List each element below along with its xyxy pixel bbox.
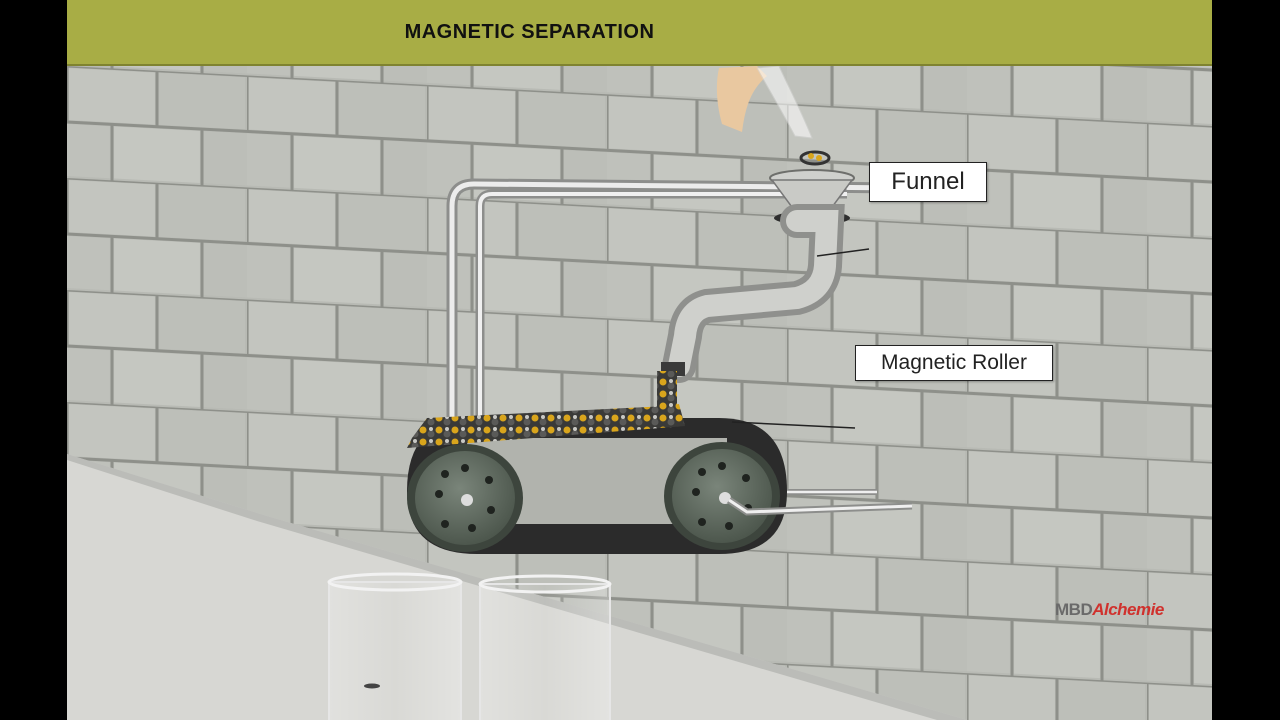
beaker-left: [327, 572, 463, 720]
logo-part-mbd: MBD: [1055, 600, 1093, 619]
falling-mixture: [657, 371, 677, 411]
magnetic-roller-label-text: Magnetic Roller: [881, 351, 1027, 374]
right-magnetic-roller: [664, 442, 913, 550]
funnel-label-text: Funnel: [891, 168, 965, 195]
logo-part-alchemie: Alchemie: [1092, 600, 1164, 619]
floor: [67, 454, 967, 720]
roller-leader-line: [731, 421, 856, 429]
scene-illustration: [67, 66, 1212, 720]
mixture-on-belt: [407, 404, 685, 448]
funnel-label: Funnel: [869, 162, 987, 202]
page-title: MAGNETIC SEPARATION: [404, 20, 655, 43]
slide-frame: MAGNETIC SEPARATION: [67, 0, 1212, 720]
magnetic-roller-label: Magnetic Roller: [855, 345, 1053, 381]
funnel: [661, 169, 855, 383]
beaker-right: [478, 574, 612, 720]
funnel-leader-line: [816, 248, 870, 257]
title-bar: MAGNETIC SEPARATION: [67, 0, 1212, 66]
brand-logo: MBDAlchemie: [1055, 600, 1164, 620]
hand-pouring-beaker: [716, 66, 831, 166]
top-pipe: [446, 178, 911, 520]
